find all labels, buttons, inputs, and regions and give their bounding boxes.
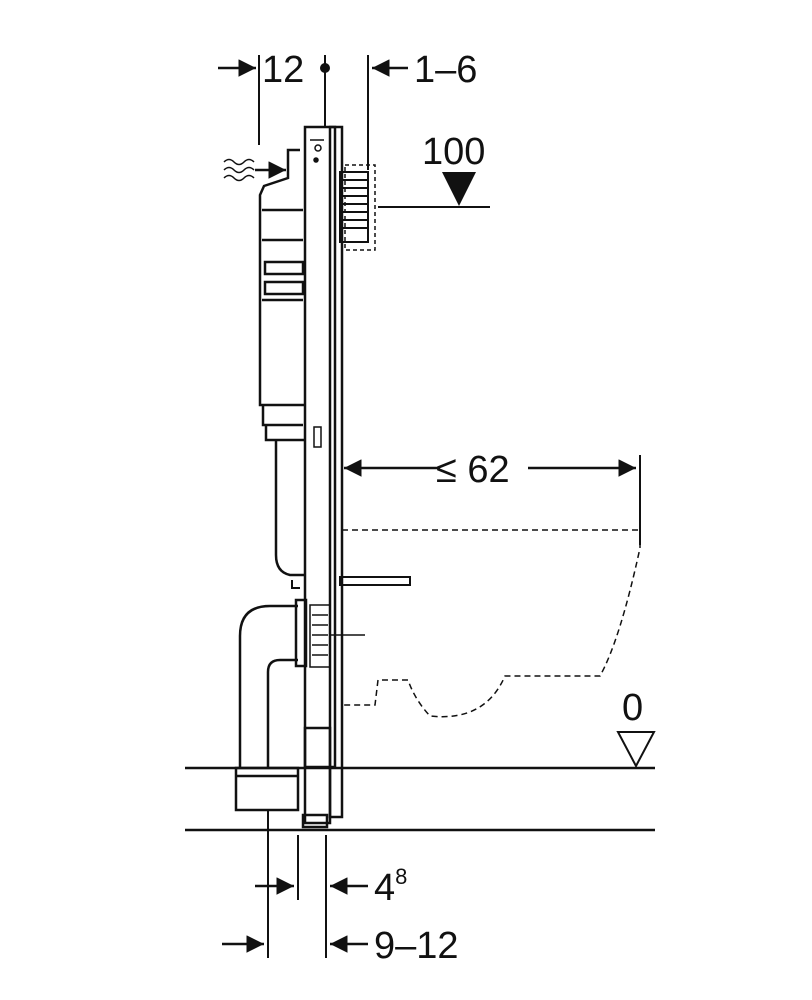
floor-level-label: 0 xyxy=(622,687,643,729)
dim-label-62: ≤ 62 xyxy=(436,449,510,491)
actuator-plate xyxy=(339,171,369,243)
frame-detail-marks xyxy=(310,139,324,448)
reference-point-icon xyxy=(320,63,330,73)
wc-bowl-outline xyxy=(342,529,641,718)
height-label-100: 100 xyxy=(422,131,485,173)
floor-level-open-triangle xyxy=(616,731,656,769)
wall-frame xyxy=(301,125,344,829)
dim-label-12: 12 xyxy=(262,49,304,91)
dim-label-9-12: 9–12 xyxy=(374,925,459,967)
dim-label-4-8: 48 xyxy=(374,864,407,909)
flush-pipe xyxy=(264,425,304,577)
cistern xyxy=(258,148,305,427)
actuator-outline-dashed xyxy=(344,164,376,251)
drain-elbow xyxy=(234,598,308,812)
height-marker-filled-triangle xyxy=(442,172,476,206)
fixing-bolt xyxy=(339,576,411,586)
water-inlet-icon xyxy=(223,158,255,182)
pipe-hook xyxy=(291,580,300,589)
drain-connector xyxy=(309,604,365,668)
dim-label-1-6: 1–6 xyxy=(414,49,477,91)
